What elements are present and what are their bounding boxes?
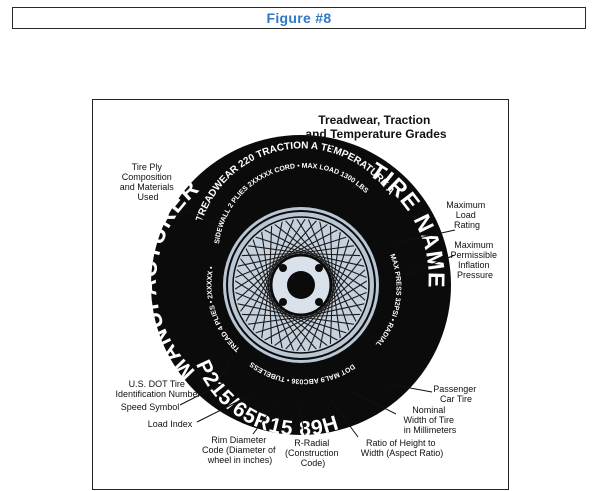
label-speed-symbol: Speed Symbol: [121, 402, 180, 412]
lug-nuts: [279, 264, 323, 306]
label-nominal-width: Nominal Width of Tire in Millimeters: [403, 405, 456, 435]
label-rim-diameter: Rim Diameter Code (Diameter of wheel in …: [202, 435, 278, 465]
label-max-load: Maximum Load Rating: [446, 200, 488, 230]
leader-lines: [179, 139, 456, 438]
label-load-index: Load Index: [148, 419, 193, 429]
label-aspect-ratio: Ratio of Height to Width (Aspect Ratio): [361, 438, 444, 458]
label-passenger: Passenger Car Tire: [433, 384, 479, 404]
figure-title: Figure #8: [12, 7, 586, 29]
label-radial: R-Radial (Construction Code): [285, 438, 341, 468]
label-dot-id: U.S. DOT Tire Identification Number: [115, 379, 200, 399]
label-treadwear: Treadwear, Traction and Temperature Grad…: [305, 113, 446, 141]
label-tire-ply: Tire Ply Composition and Materials Used: [120, 162, 177, 202]
wheel-spokes: [235, 219, 367, 351]
hub-center: [287, 271, 315, 299]
label-max-pressure: Maximum Permissible Inflation Pressure: [450, 240, 499, 280]
